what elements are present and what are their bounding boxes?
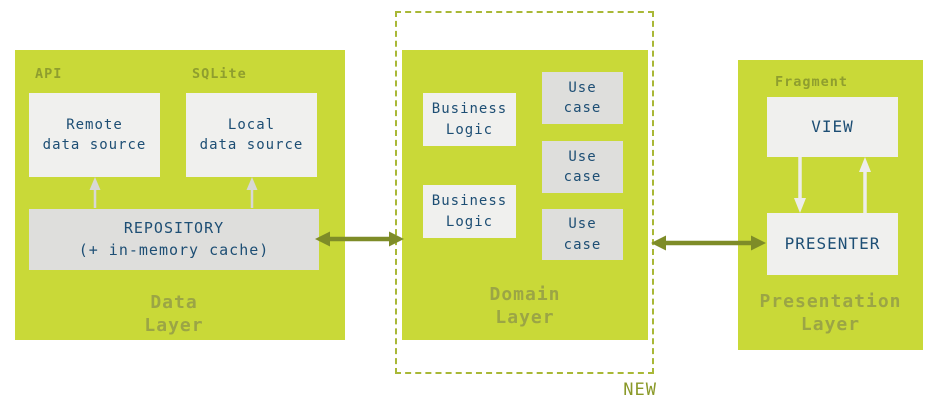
repository-to-remote-arrow-icon: [89, 177, 101, 208]
view-to-presenter-arrow-icon: [794, 157, 806, 213]
remote-data-source-box: Remote data source: [29, 93, 160, 177]
presenter-to-view-arrow-icon: [859, 157, 871, 213]
presenter-box: PRESENTER: [767, 213, 898, 275]
use-case-box: Use case: [542, 141, 623, 193]
domain-layer-panel: Business Logic Business Logic Use case U…: [402, 50, 648, 340]
data-layer-panel: API SQLite Remote data source Local data…: [15, 50, 345, 340]
business-logic-box: Business Logic: [423, 185, 516, 238]
presentation-layer-panel: Fragment VIEW PRESENTER Presentation Lay…: [738, 60, 923, 350]
business-logic-box: Business Logic: [423, 93, 516, 146]
new-label: NEW: [623, 380, 657, 400]
fragment-label: Fragment: [775, 74, 849, 90]
data-domain-bidirectional-arrow-icon: [315, 231, 404, 247]
local-data-source-box: Local data source: [186, 93, 317, 177]
presentation-layer-title: Presentation Layer: [759, 291, 902, 335]
repository-box: REPOSITORY (+ in-memory cache): [29, 209, 319, 270]
domain-layer-dashed-outline: [395, 11, 654, 374]
sqlite-label: SQLite: [192, 66, 247, 82]
data-layer-title: Data Layer: [144, 292, 204, 336]
domain-layer-title: Domain Layer: [489, 284, 561, 328]
repository-to-local-arrow-icon: [246, 177, 258, 208]
use-case-box: Use case: [542, 209, 623, 260]
use-case-box: Use case: [542, 72, 623, 124]
api-label: API: [35, 66, 63, 82]
domain-presentation-bidirectional-arrow-icon: [651, 235, 766, 251]
view-box: VIEW: [767, 97, 898, 157]
